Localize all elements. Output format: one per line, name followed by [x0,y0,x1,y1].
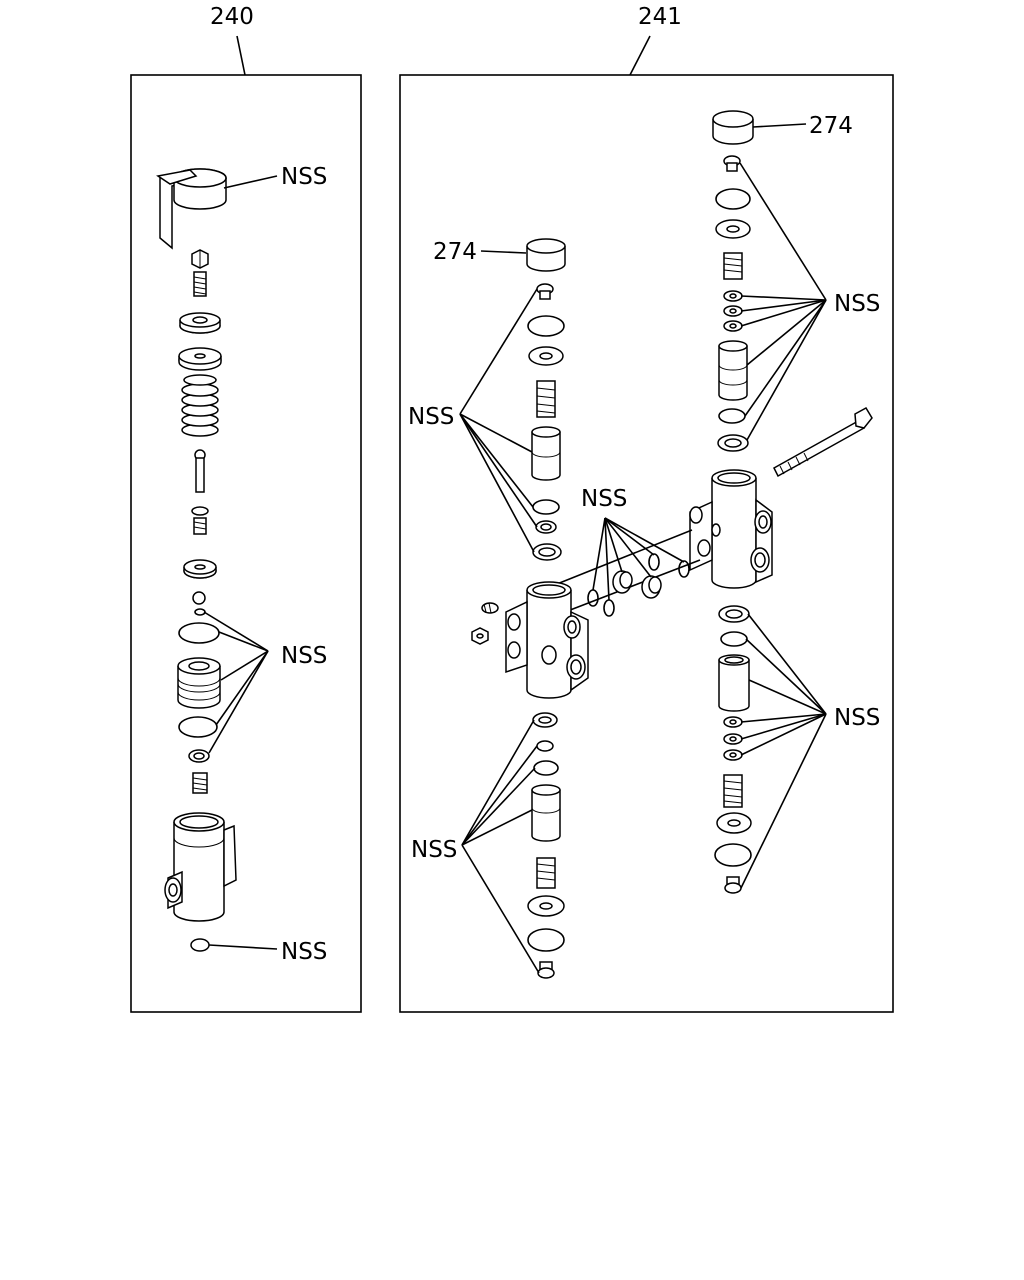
connector-fittings [612,570,662,599]
left-top-seal [532,543,562,561]
right-top-piston [718,340,748,401]
callout-nss-seals-240: NSS [281,643,327,669]
left-top-spring [536,380,556,418]
panel-241-leader [629,35,651,76]
large-o-ring-lower [178,716,218,738]
plug [190,938,210,952]
right-bottom-piston [718,654,750,712]
main-spring [181,374,219,437]
lower-spring [192,772,208,794]
callout-nss-right-top: NSS [834,291,880,317]
callout-nss-plug: NSS [281,939,327,965]
right-bottom-washer [716,812,752,834]
callout-274-left: 274 [433,239,477,265]
large-o-ring-upper [178,622,220,644]
right-top-small-rings [723,290,743,332]
upper-washer [179,312,221,334]
left-bottom-ring [527,928,565,952]
left-top-washer [528,346,564,366]
left-bottom-spring [536,857,556,889]
left-bottom-small-spring [536,740,554,752]
panel-241: 241 [399,4,894,1013]
valve-body-right [689,469,773,589]
left-top-piston [531,426,561,481]
adjust-screw [193,271,207,297]
callout-nss-right-bottom: NSS [834,705,880,731]
right-bottom-spring [723,774,743,808]
right-bottom-seal [718,605,750,623]
small-o-ring [194,608,206,616]
right-top-o-ring [718,408,746,424]
left-bottom-seal [532,712,558,728]
piston [177,657,221,709]
left-bottom-washer [527,895,565,917]
long-bolt [773,406,873,478]
cap-274-left [526,238,566,272]
panel-240-leader [236,35,246,76]
right-top-washer [715,219,751,239]
right-top-seal [717,434,749,452]
right-top-spring [723,252,743,280]
valve-body-240 [164,812,237,922]
panel-240: 240 [130,4,362,1013]
left-top-o-ring [532,499,560,515]
left-bottom-plug [537,961,555,979]
right-bottom-small-rings [723,716,743,761]
callout-nss-left-top: NSS [408,404,454,430]
ball [192,591,206,605]
left-small-fittings [471,602,499,645]
valve-body-left [505,581,589,699]
seal [188,749,210,763]
callout-nss-left-bottom: NSS [411,837,457,863]
inner-spring [191,506,209,535]
left-top-small-spring [535,520,557,534]
panel-241-label: 241 [638,4,682,30]
right-top-plug [723,155,741,172]
callout-274-right: 274 [809,113,853,139]
right-bottom-plug [724,876,742,894]
panel-240-label: 240 [210,4,254,30]
callout-nss-lever-cap: NSS [281,164,327,190]
spring-seat [178,347,222,371]
small-nut [191,249,209,269]
callout-nss-connectors: NSS [581,486,627,512]
panel-241-frame [399,74,894,1013]
left-top-plug [536,283,554,300]
panel-240-frame [130,74,362,1013]
lever-cap [156,168,227,250]
pin [194,449,206,493]
right-bottom-ring [714,843,752,867]
left-bottom-o-ring [533,760,559,776]
cap-274-right [712,110,754,145]
connector-lines [556,529,701,613]
middle-washer [183,559,217,579]
left-bottom-piston [531,784,561,842]
right-bottom-o-ring [720,631,748,647]
right-top-ring [715,188,751,210]
connector-o-rings [587,553,690,617]
left-top-ring [527,315,565,337]
